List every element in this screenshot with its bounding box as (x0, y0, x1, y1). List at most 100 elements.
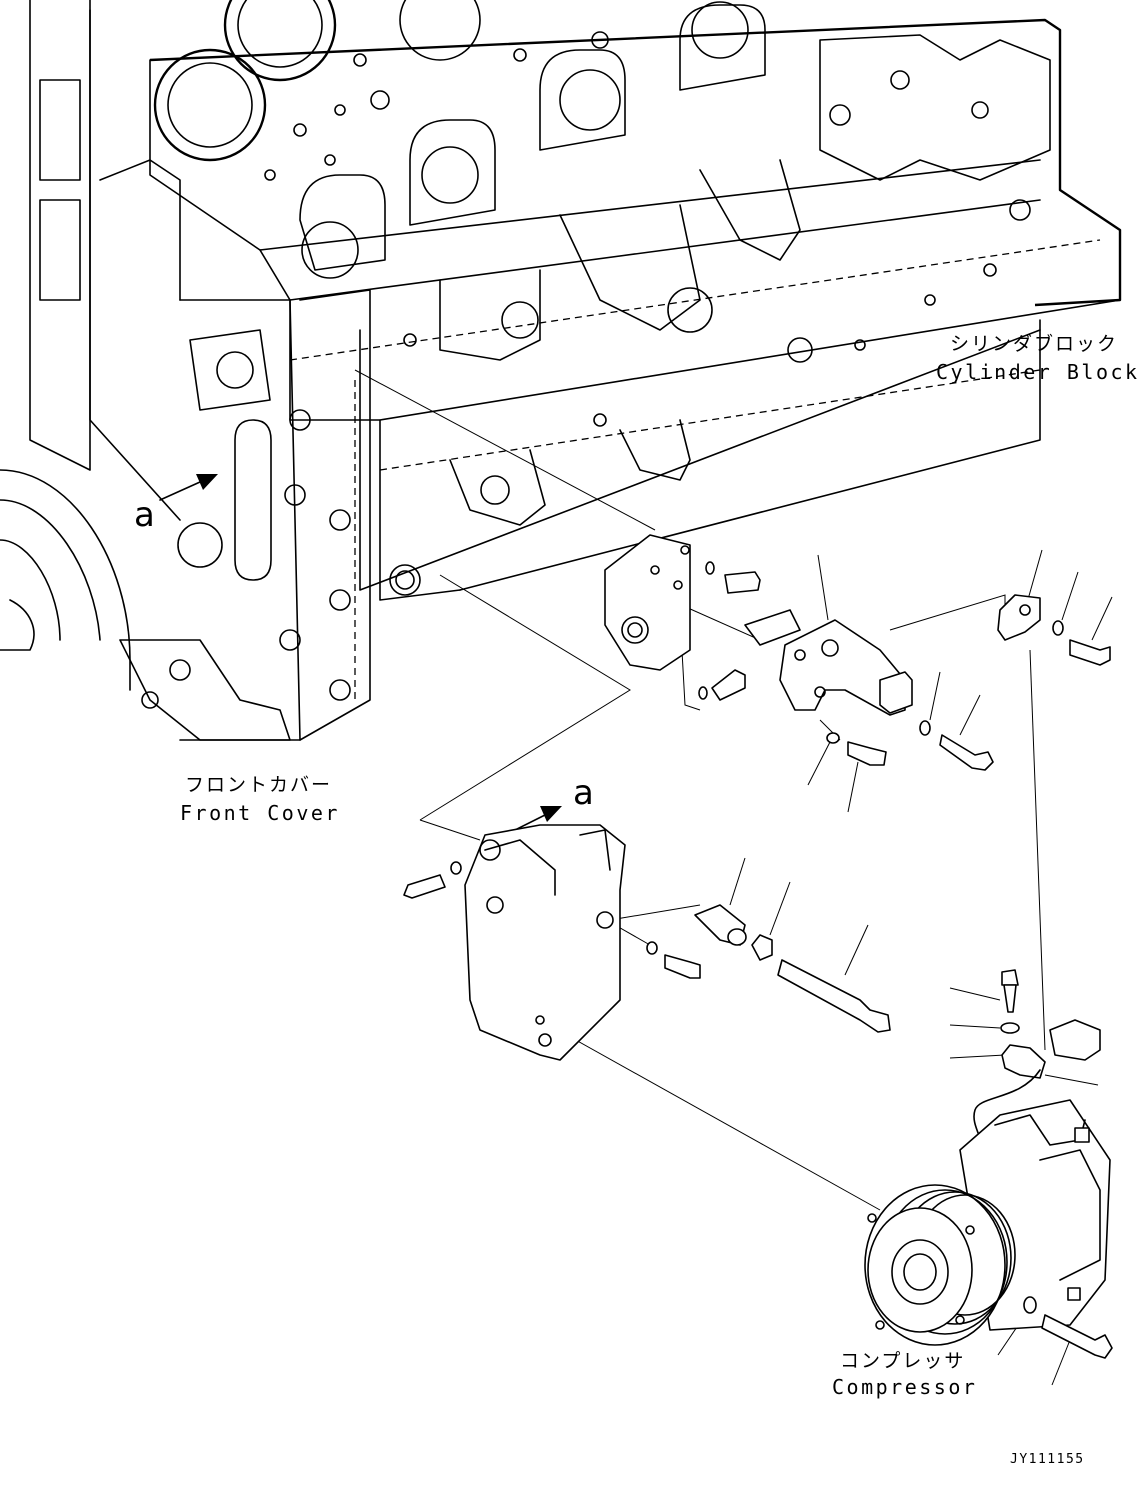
front-cover-face-top (99, 159, 181, 301)
bracket-mounting-plate (604, 534, 691, 671)
plate-hole (673, 580, 683, 590)
side-rib-1 (439, 269, 541, 361)
side-opening-4 (679, 4, 766, 91)
side-opening-3 (539, 49, 626, 151)
compressor-bolt (1041, 1314, 1113, 1359)
block-rear-plate (819, 34, 1051, 181)
deck-hole (591, 31, 609, 49)
clutch-rivet (867, 1213, 877, 1223)
side-plug-2-inner (395, 570, 415, 590)
cylinder-block-label-jp: シリンダブロック (950, 333, 1119, 355)
front-cover-bolt (289, 409, 311, 431)
washer-upper-1 (705, 561, 715, 575)
deck-hole (264, 169, 276, 181)
compressor-port-2 (1067, 1287, 1081, 1301)
block-side-lower-rail (359, 329, 1041, 591)
rear-plate-hole (971, 101, 989, 119)
side-boss-2 (619, 419, 691, 481)
drawing-code: JY111155 (1010, 1452, 1085, 1467)
bolt-mid (664, 954, 701, 979)
bracket-hole (169, 659, 191, 681)
mount-hole (538, 1033, 552, 1047)
view-arrow-a-upper (159, 474, 218, 501)
rear-plate-hole (829, 104, 851, 126)
mount-hole (479, 839, 501, 861)
front-cover-pad-hole (216, 351, 254, 389)
rail-hole (924, 294, 936, 306)
mount-hole-small (535, 1015, 545, 1025)
leader-block-to-mount (419, 574, 631, 821)
washer-lower-2 (826, 732, 840, 744)
harness-connector (1049, 1019, 1101, 1061)
block-deck-rail (259, 199, 1041, 301)
rail-hole (403, 333, 417, 347)
bolt-lower-1 (711, 669, 746, 701)
front-cover-label-en: Front Cover (180, 801, 340, 825)
mount-boss-hole-2 (501, 301, 539, 339)
front-cover-edge (89, 9, 181, 521)
crank-housing-arc (0, 469, 131, 691)
deck-hole (513, 48, 527, 62)
side-opening-1 (299, 174, 386, 271)
compressor-hub (903, 1253, 937, 1291)
front-cover-window-2 (39, 199, 81, 301)
deck-hole (293, 123, 307, 137)
cylinder-bore-1 (153, 48, 267, 162)
hidden-line (289, 239, 1101, 361)
plate-hole (650, 565, 660, 575)
boss-hole (480, 475, 510, 505)
bracket-pin (744, 609, 801, 646)
washer-mount-left (450, 861, 462, 875)
nut (751, 934, 773, 961)
arm-end-block (879, 671, 913, 714)
washer-lower-1 (698, 686, 708, 700)
side-bore-1 (301, 221, 359, 279)
rail-hole (1009, 199, 1031, 221)
crank-pulley-arc (0, 539, 61, 641)
mount-boss-hole (667, 287, 713, 333)
upper-bracket-assembly (604, 534, 1111, 771)
front-cover-face (179, 299, 301, 741)
bolt-lower-2 (847, 741, 887, 766)
compressor-drawing (864, 1099, 1113, 1359)
compressor-port-1 (1074, 1127, 1090, 1143)
harness-washer (1000, 1022, 1020, 1034)
front-cover-slot (234, 419, 272, 581)
clutch-rivet (955, 1315, 965, 1325)
rear-plate-hole (890, 70, 910, 90)
front-cover-flange (299, 289, 371, 741)
harness-bolt-head (1001, 969, 1019, 986)
harness-clip-upper (997, 594, 1041, 641)
block-top-deck-edge (149, 18, 1122, 307)
cylinder-block-label-en: Cylinder Block (936, 360, 1140, 384)
adjust-bracket-arm (779, 619, 906, 716)
side-boss-1 (449, 449, 546, 526)
front-cover-lower-bracket (119, 639, 291, 741)
clutch-rivet (965, 1225, 975, 1235)
arm-hole-upper (821, 639, 839, 657)
front-cover-left-frame (29, 0, 91, 471)
front-cover-bolt (284, 484, 306, 506)
side-plug (787, 337, 813, 363)
side-bore-4 (691, 1, 749, 59)
block-deck-front-edge (149, 59, 1041, 251)
plate-hole-large (621, 616, 649, 644)
front-cover-bolt (329, 509, 351, 531)
cylinder-bore-2-inner (237, 0, 323, 68)
mount-hole (596, 911, 614, 929)
crank-pulley-hub (0, 599, 35, 651)
harness-assembly (973, 969, 1101, 1161)
front-cover-pad (189, 329, 271, 411)
rail-hole (854, 339, 866, 351)
bolt-clip (1069, 639, 1111, 666)
view-marker-a-upper: a (134, 495, 155, 535)
side-plug-2 (389, 564, 421, 596)
compressor-rear-housing (1039, 1149, 1101, 1281)
view-marker-a-lower: a (573, 773, 594, 813)
compressor-label-jp: コンプレッサ (840, 1350, 966, 1372)
cylinder-bore-3 (399, 0, 481, 61)
washer-right (919, 720, 931, 736)
compressor-label-en: Compressor (832, 1375, 978, 1399)
